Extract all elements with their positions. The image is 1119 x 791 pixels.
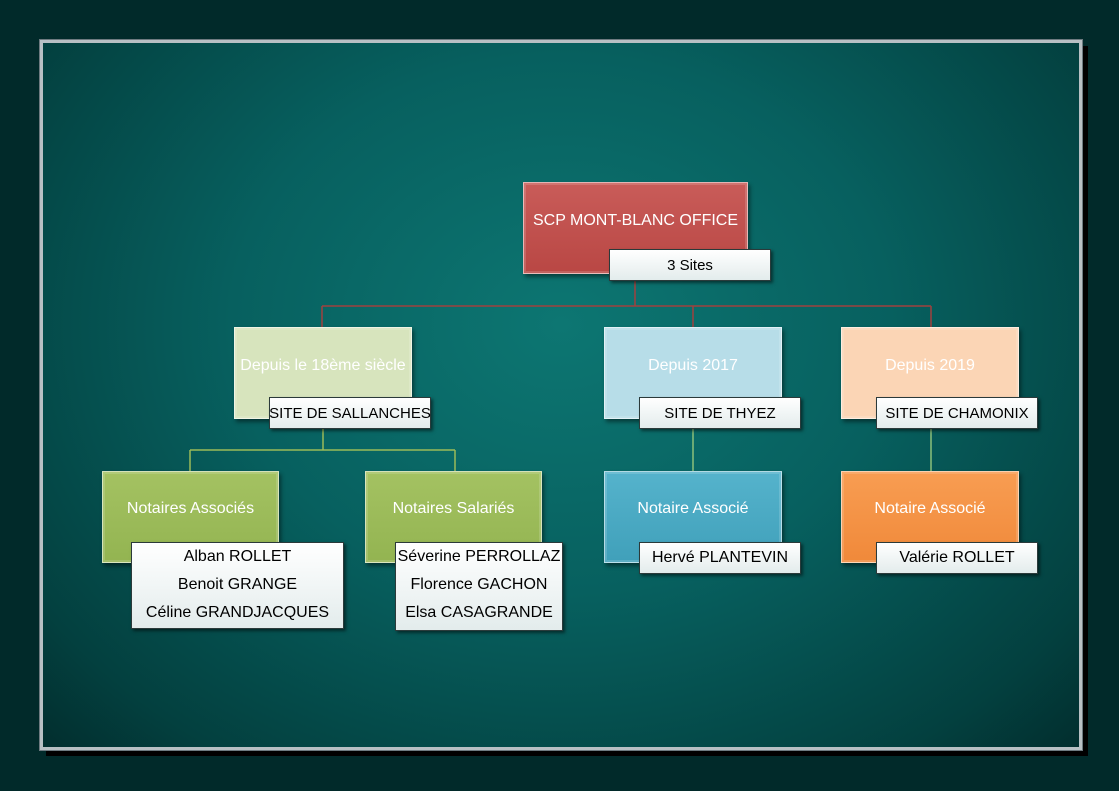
member-name: Séverine PERROLLAZ xyxy=(397,548,561,565)
member-name: Alban ROLLET xyxy=(183,548,292,565)
site-label-sallanches: SITE DE SALLANCHES xyxy=(269,397,431,429)
group-title-associe-thyez: Notaire Associé xyxy=(637,500,749,517)
member-name: Elsa CASAGRANDE xyxy=(405,604,553,621)
group-title-associe-chamonix: Notaire Associé xyxy=(874,500,986,517)
root-title: SCP MONT-BLANC OFFICE xyxy=(532,212,739,229)
group-title-salaries-sallanches: Notaires Salariés xyxy=(392,500,515,517)
member-name: Céline GRANDJACQUES xyxy=(145,604,330,621)
members-associe-chamonix: Valérie ROLLET xyxy=(876,542,1038,574)
member-name: Benoit GRANGE xyxy=(177,576,298,593)
site-label-thyez: SITE DE THYEZ xyxy=(639,397,801,429)
member-name: Hervé PLANTEVIN xyxy=(651,549,789,566)
site-since-sallanches: Depuis le 18ème siècle xyxy=(240,357,406,374)
site-since-chamonix: Depuis 2019 xyxy=(885,357,975,374)
members-associe-thyez: Hervé PLANTEVIN xyxy=(639,542,801,574)
member-name: Florence GACHON xyxy=(410,576,548,593)
root-label: 3 Sites xyxy=(609,249,771,281)
site-label-chamonix: SITE DE CHAMONIX xyxy=(876,397,1038,429)
site-since-thyez: Depuis 2017 xyxy=(648,357,738,374)
members-associes-sallanches: Alban ROLLET Benoit GRANGE Céline GRANDJ… xyxy=(131,542,344,629)
group-title-associes-sallanches: Notaires Associés xyxy=(126,500,255,517)
member-name: Valérie ROLLET xyxy=(899,549,1015,566)
members-salaries-sallanches: Séverine PERROLLAZ Florence GACHON Elsa … xyxy=(395,542,563,631)
